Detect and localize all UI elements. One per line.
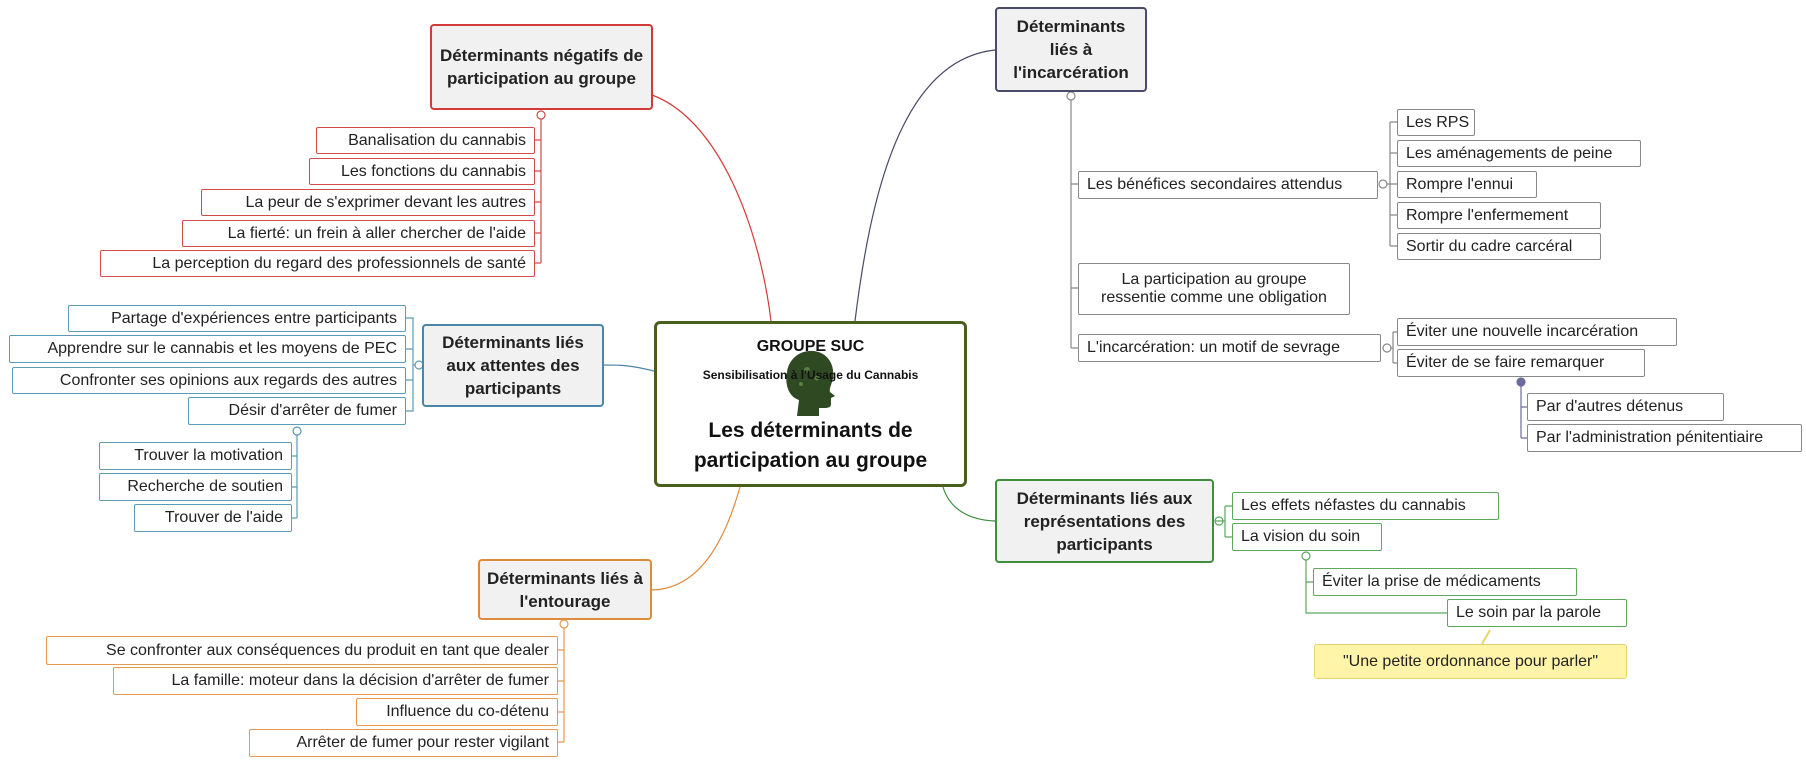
item-rps[interactable]: Les RPS bbox=[1397, 109, 1475, 136]
item-administration-penitentiaire[interactable]: Par l'administration pénitentiaire bbox=[1527, 424, 1802, 452]
item-apprendre-cannabis[interactable]: Apprendre sur le cannabis et les moyens … bbox=[9, 335, 406, 363]
topic-determinants-attentes[interactable]: Déterminants liés aux attentes des parti… bbox=[422, 324, 604, 407]
item-consequences-dealer[interactable]: Se confronter aux conséquences du produi… bbox=[46, 636, 558, 665]
head-silhouette-icon bbox=[786, 350, 835, 416]
item-partage-experiences[interactable]: Partage d'expériences entre participants bbox=[68, 305, 406, 332]
item-trouver-motivation[interactable]: Trouver la motivation bbox=[99, 442, 292, 470]
central-title: Les déterminants de participation au gro… bbox=[693, 419, 928, 472]
topic-determinants-negatifs[interactable]: Déterminants négatifs de participation a… bbox=[430, 24, 653, 110]
item-participation-obligation[interactable]: La participation au groupe ressentie com… bbox=[1078, 263, 1350, 315]
item-vision-soin[interactable]: La vision du soin bbox=[1232, 523, 1382, 551]
item-eviter-medicaments[interactable]: Éviter la prise de médicaments bbox=[1313, 568, 1577, 596]
item-eviter-remarquer[interactable]: Éviter de se faire remarquer bbox=[1397, 349, 1645, 377]
item-arreter-vigilant[interactable]: Arrêter de fumer pour rester vigilant bbox=[249, 729, 558, 757]
item-benefices-secondaires[interactable]: Les bénéfices secondaires attendus bbox=[1078, 171, 1378, 199]
topic-determinants-incarceration[interactable]: Déterminants liés à l'incarcération bbox=[995, 7, 1147, 92]
item-peur-exprimer[interactable]: La peur de s'exprimer devant les autres bbox=[201, 189, 535, 216]
item-eviter-incarceration[interactable]: Éviter une nouvelle incarcération bbox=[1397, 318, 1677, 346]
quote-callout[interactable]: "Une petite ordonnance pour parler" bbox=[1314, 644, 1627, 679]
item-rompre-ennui[interactable]: Rompre l'ennui bbox=[1397, 171, 1537, 198]
central-topic[interactable]: GROUPE SUC Sensibilisation à l'Usage du … bbox=[654, 321, 967, 487]
item-motif-sevrage[interactable]: L'incarcération: un motif de sevrage bbox=[1078, 334, 1381, 362]
group-name: GROUPE SUC bbox=[756, 338, 865, 355]
topic-determinants-entourage[interactable]: Déterminants liés à l'entourage bbox=[478, 559, 652, 620]
item-confronter-opinions[interactable]: Confronter ses opinions aux regards des … bbox=[12, 367, 406, 394]
item-famille-moteur[interactable]: La famille: moteur dans la décision d'ar… bbox=[113, 667, 558, 695]
item-fierte[interactable]: La fierté: un frein à aller chercher de … bbox=[182, 220, 535, 247]
item-desir-arreter[interactable]: Désir d'arrêter de fumer bbox=[188, 397, 406, 425]
item-autres-detenus[interactable]: Par d'autres détenus bbox=[1527, 393, 1724, 421]
item-recherche-soutien[interactable]: Recherche de soutien bbox=[99, 473, 292, 501]
item-influence-codetenu[interactable]: Influence du co-détenu bbox=[356, 698, 558, 726]
item-rompre-enfermement[interactable]: Rompre l'enfermement bbox=[1397, 202, 1601, 229]
item-banalisation[interactable]: Banalisation du cannabis bbox=[316, 127, 535, 154]
item-fonctions[interactable]: Les fonctions du cannabis bbox=[309, 158, 535, 185]
item-sortir-cadre[interactable]: Sortir du cadre carcéral bbox=[1397, 233, 1601, 260]
item-trouver-aide[interactable]: Trouver de l'aide bbox=[134, 504, 292, 532]
topic-determinants-representations[interactable]: Déterminants liés aux représentations de… bbox=[995, 479, 1214, 563]
item-perception-regard[interactable]: La perception du regard des professionne… bbox=[100, 250, 535, 277]
item-soin-parole[interactable]: Le soin par la parole bbox=[1447, 599, 1627, 627]
item-effets-nefastes[interactable]: Les effets néfastes du cannabis bbox=[1232, 492, 1499, 520]
group-subtitle: Sensibilisation à l'Usage du Cannabis bbox=[702, 368, 919, 382]
item-amenagements-peine[interactable]: Les aménagements de peine bbox=[1397, 140, 1641, 167]
